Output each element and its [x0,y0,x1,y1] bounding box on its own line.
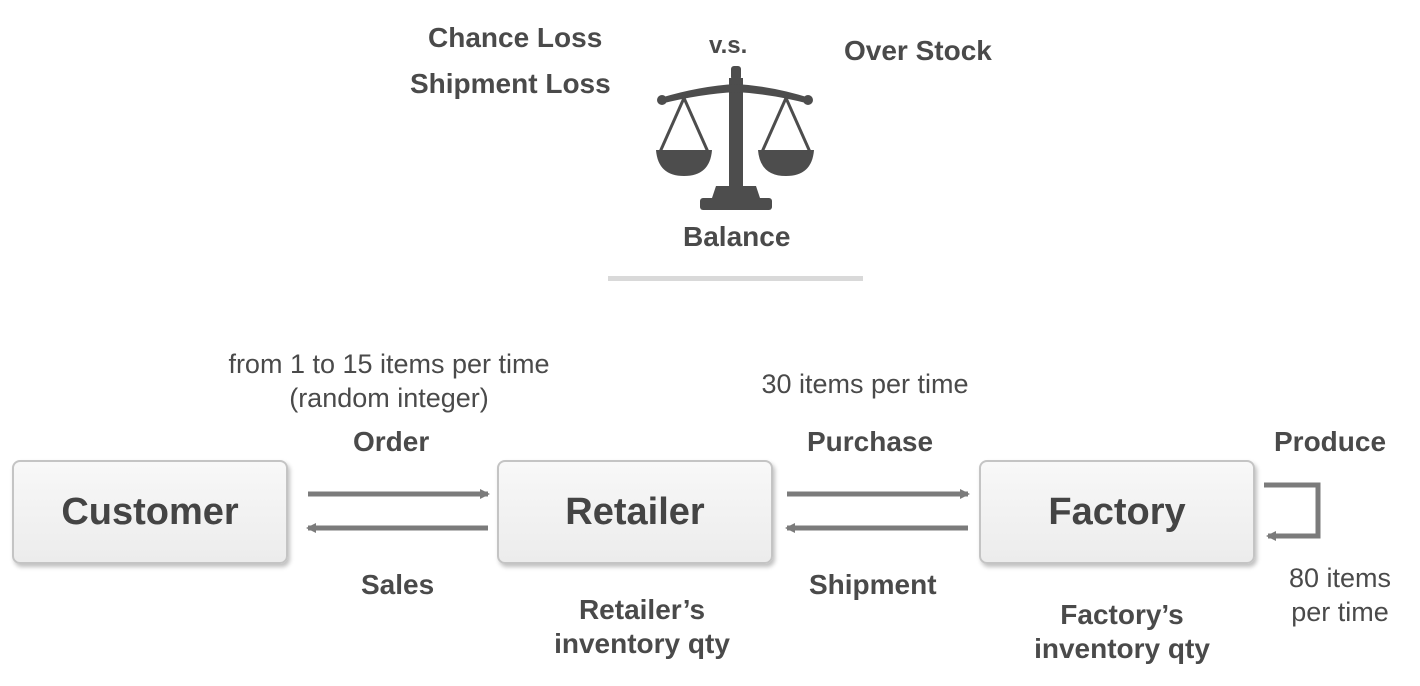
vs-label: v.s. [709,32,748,59]
produce-loop-arrow [1264,482,1321,541]
factory-inventory-line2: inventory qty [1034,633,1210,664]
shipment-loss-label: Shipment Loss [410,68,611,99]
order-qty-line1: from 1 to 15 items per time [228,349,550,379]
retailer-inventory-line2: inventory qty [554,628,730,659]
order-qty-line2: (random integer) [289,383,489,413]
purchase-qty-note: 30 items per time [761,369,969,399]
chance-loss-label: Chance Loss [428,22,603,53]
balance-caption: Balance [683,221,791,252]
factory-inventory-caption: Factory’s inventory qty [1000,598,1244,666]
produce-label: Produce [1274,426,1387,457]
over-stock-label: Over Stock [844,35,992,66]
factory-inventory-line1: Factory’s [1060,599,1184,630]
retailer-node: Retailer [497,460,773,564]
sales-label: Sales [361,569,435,600]
produce-qty-note: 80 items per time [1270,561,1410,629]
shipment-label: Shipment [809,569,937,600]
retailer-inventory-caption: Retailer’s inventory qty [520,593,764,661]
order-label: Order [353,426,430,457]
retailer-inventory-line1: Retailer’s [578,594,706,625]
order-qty-note: from 1 to 15 items per time (random inte… [189,347,589,415]
produce-qty-line1: 80 items [1288,563,1392,593]
balance-scale-icon [656,66,814,210]
purchase-label: Purchase [807,426,934,457]
factory-node: Factory [979,460,1255,564]
section-divider [608,276,863,281]
customer-node: Customer [12,460,288,564]
produce-qty-line2: per time [1291,597,1389,627]
